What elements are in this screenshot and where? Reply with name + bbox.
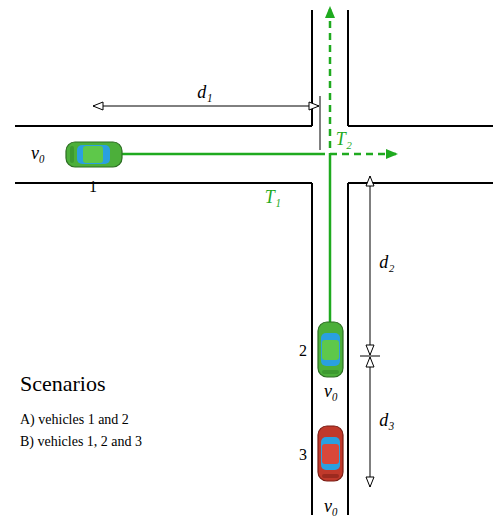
speed-label: v₀ <box>324 382 338 400</box>
speed-label: v₀ <box>31 144 45 162</box>
car-2 <box>318 322 343 377</box>
car-1 <box>66 142 122 167</box>
time-label: T₁ <box>265 188 281 206</box>
dimension-lines <box>93 96 380 487</box>
vehicle-number: 3 <box>299 447 307 463</box>
vehicle-number: 1 <box>89 179 97 195</box>
road-edges <box>15 10 493 515</box>
speed-label: v₀ <box>324 497 338 515</box>
dimension-label: d₁ <box>197 83 212 101</box>
dimension-label: d₂ <box>379 253 394 271</box>
scenario-line: A) vehicles 1 and 2 <box>20 413 129 427</box>
car-3 <box>318 426 343 481</box>
vehicle-number: 2 <box>299 343 307 359</box>
scenario-line: B) vehicles 1, 2 and 3 <box>20 435 142 449</box>
scenario-heading: Scenarios <box>20 373 106 395</box>
dimension-label: d₃ <box>379 411 394 429</box>
trajectories <box>122 8 396 322</box>
time-label: T₂ <box>336 130 352 148</box>
